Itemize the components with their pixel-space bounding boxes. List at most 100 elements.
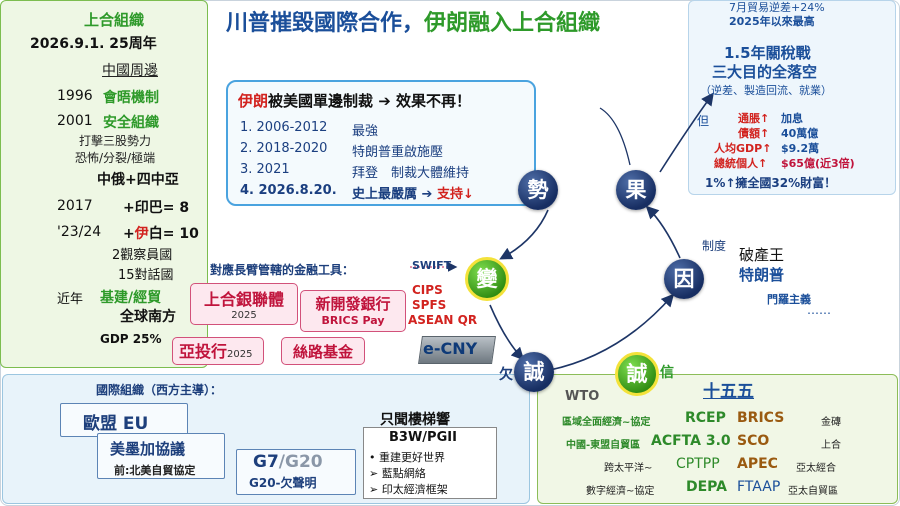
trade-deficit: 7月貿易逆差+24% <box>729 1 825 14</box>
node-yin: 因 <box>664 259 704 299</box>
finance-tools-label: 對應長臂管轄的金融工具： <box>210 263 355 277</box>
aiib-year: 2025 <box>227 349 253 360</box>
node-bian: 變 <box>465 257 509 301</box>
monroe-doctrine: 門羅主義 <box>767 293 811 306</box>
row-note: 亞太自貿區 <box>788 486 838 497</box>
bankrupt-king: 破產王 <box>739 246 785 264</box>
sanctions-heading-rest: 被美國單邊制裁 ➔ 效果不再！ <box>268 92 472 110</box>
xin-label: 信 <box>660 365 674 381</box>
row-org: SCO <box>737 433 770 449</box>
usmca-box: 美墨加協議 前:北美自貿協定 <box>97 433 225 479</box>
arrow-shi-to-bian <box>499 209 549 260</box>
recent-years: 近年 <box>57 292 84 307</box>
debt-value: 40萬億 <box>781 127 819 140</box>
ndb-box: 新開發銀行 BRICS Pay <box>300 290 406 332</box>
row-code: CPTPP <box>676 456 720 472</box>
sanctions-heading: 伊朗被美國單邊制裁 ➔ 效果不再！ <box>238 90 471 111</box>
year-2023-24: '23/24 <box>57 224 102 240</box>
g20: /G20 <box>278 452 323 472</box>
sanctions-row-text: 拜登 制裁大體維持 <box>352 166 470 181</box>
ecny-label: e-CNY <box>423 339 478 358</box>
terror-types: 恐怖/分裂/極端 <box>75 151 156 165</box>
row-label: 中國-東盟自貿區 <box>566 440 641 451</box>
sanctions-row-period: 2. 2018-2020 <box>240 141 328 156</box>
sco-header: 上合組織 <box>84 11 145 29</box>
gdp-per-capita-value: $9.2萬 <box>781 142 820 155</box>
year-2017: 2017 <box>57 198 93 214</box>
row-label: 數字經濟~協定 <box>586 486 655 497</box>
sanctions-iran: 伊朗 <box>238 92 269 110</box>
iran-char: 伊 <box>134 226 149 242</box>
row-code: DEPA <box>686 479 727 495</box>
aiib-box: 亞投行2025 <box>172 337 264 365</box>
sco-anniversary: 2026.9.1. 25周年 <box>30 36 157 52</box>
new-development-bank: 新開發銀行 <box>315 295 391 313</box>
row-note: 金磚 <box>821 417 841 428</box>
b3w-item: • 重建更好世界 <box>369 449 445 465</box>
asean-qr: ASEAN QR <box>408 313 478 327</box>
row-note: 上合 <box>821 440 841 451</box>
inflation: 通脹↑ <box>738 112 770 125</box>
wto: WTO <box>565 389 600 404</box>
arrow-qiancheng-to-yin <box>549 293 675 371</box>
eu-box: 歐盟 EU <box>60 403 188 437</box>
node-guo: 果 <box>616 170 656 210</box>
arrow-yin-to-guo <box>645 205 681 259</box>
india-pakistan: +印巴= 8 <box>123 200 190 216</box>
tariff-war: 1.5年關稅戰 <box>724 44 811 62</box>
fifteenth-five-year-plan: 十五五 <box>703 382 754 402</box>
g20-note: G20-欠聲明 <box>249 476 317 490</box>
but-label: 但 <box>697 114 710 128</box>
sanctions-row-period: 1. 2006-2012 <box>240 120 328 135</box>
sanctions-row-text-main: 史上最嚴厲 ➔ <box>352 187 437 202</box>
row-org: APEC <box>737 456 778 472</box>
western-orgs-header: 國際組織（西方主導）： <box>96 383 223 397</box>
arrow-guo-to-shi-upper <box>599 107 631 166</box>
trump: 特朗普 <box>739 266 785 284</box>
debt: 債額↑ <box>738 127 770 140</box>
dialogue-partners: 15對話國 <box>118 268 174 283</box>
sco-bank: 上合銀聯體 <box>203 290 284 309</box>
page-title: 川普摧毀國際合作，伊朗融入上合組織 <box>226 5 600 37</box>
row-code: RCEP <box>685 410 726 426</box>
cause-ellipsis: …… <box>807 303 831 317</box>
row-label: 跨太平洋~ <box>604 463 653 474</box>
row-label: 區域全面經濟~協定 <box>562 417 651 428</box>
china-periphery: 中國周邊 <box>102 63 158 79</box>
arrow-guo-to-tariff <box>659 92 714 173</box>
iran-sanctions-box <box>226 80 536 206</box>
chevron-right-icon: ➢ <box>369 467 379 480</box>
sco-panel <box>0 0 208 368</box>
swift: SWIFT <box>412 259 452 272</box>
sanctions-row: 4. 2026.8.20. 史上最嚴厲 ➔ 支持↓ <box>240 183 474 202</box>
g7: G7 <box>253 452 279 472</box>
year-2001: 2001 <box>57 113 93 129</box>
president-wealth: 總統個人↑ <box>714 157 768 170</box>
infrastructure-trade: 基建/經貿 <box>100 290 162 306</box>
sanctions-row-period: 4. 2026.8.20. <box>240 183 337 198</box>
iran-belarus: +伊白= 10 <box>123 223 199 243</box>
sco-gdp: GDP 25% <box>100 332 162 346</box>
sanctions-row-text: 特朗普重啟施壓 <box>352 145 444 160</box>
usmca: 美墨加協議 <box>110 440 186 458</box>
observer-states: 2觀察員國 <box>112 248 173 263</box>
arrow-bian-to-qiancheng <box>489 304 525 361</box>
g7-line: G7/G20 <box>253 452 355 472</box>
b3w-item: ➢ 藍點網絡 <box>369 465 426 481</box>
stairs-note: 只聞樓梯響 <box>380 412 450 428</box>
year-1996: 1996 <box>57 88 93 104</box>
node-cheng-left: 誠 <box>514 352 554 392</box>
b3w-item: ➢ 印太經濟框架 <box>369 481 448 497</box>
support-down: 支持↓ <box>436 187 474 202</box>
tariff-war-panel <box>688 0 896 195</box>
bullet-icon: • <box>369 451 376 464</box>
row-org: BRICS <box>737 410 785 426</box>
meeting-mechanism: 會晤機制 <box>103 90 159 106</box>
sco-bank-box: 上合銀聯體 2025 <box>190 283 298 325</box>
silk-road-fund: 絲路基金 <box>292 343 353 361</box>
qian-label: 欠 <box>499 367 513 383</box>
eu: 歐盟 EU <box>83 414 149 434</box>
